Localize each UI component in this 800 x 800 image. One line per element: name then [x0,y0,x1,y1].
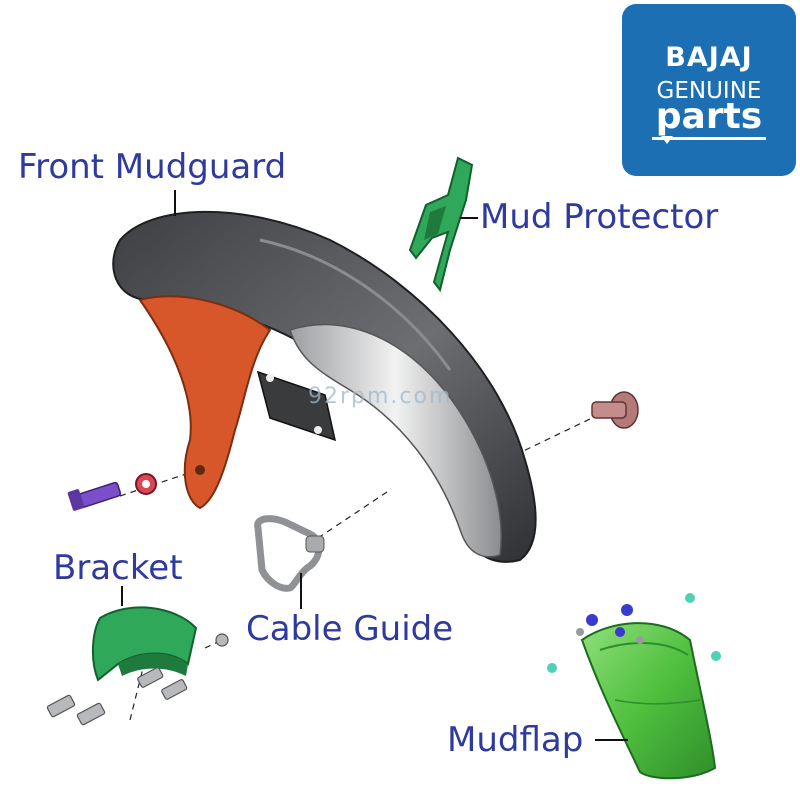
bracket-part [46,606,229,726]
mudguard-inner-stay [138,295,272,510]
cable-guide-part [254,515,325,592]
bajaj-genuine-parts-logo: BAJAJ GENUINE parts [622,4,796,176]
logo-brand: BAJAJ [665,42,753,73]
bracket-bolts [46,633,229,726]
mudflap-fasteners [547,593,721,673]
mudguard-ridge [259,238,452,371]
mud-protector-part [408,156,474,293]
bolt-hole [195,465,205,475]
mudguard-silver-panel [289,323,502,558]
logo-tick [661,136,673,144]
bolt-hole [266,374,274,382]
logo-parts: parts [655,96,763,137]
logo-underline [652,137,766,140]
label-bracket: Bracket [53,548,183,588]
mudflap-part [547,593,721,780]
rivet [591,391,639,429]
label-mud-protector: Mud Protector [480,197,719,237]
front-mudguard-part [112,210,537,563]
mudguard-side-plate [256,370,337,442]
label-front-mudguard: Front Mudguard [18,147,287,187]
logo-genuine: GENUINE [656,78,762,104]
label-cable-guide: Cable Guide [246,609,454,649]
mounting-bolt [67,481,122,511]
watermark: 92rpm.com [308,384,453,409]
leader-lines [121,190,628,741]
washer [135,473,157,495]
bolt-hole [314,426,322,434]
label-mudflap: Mudflap [447,720,584,760]
